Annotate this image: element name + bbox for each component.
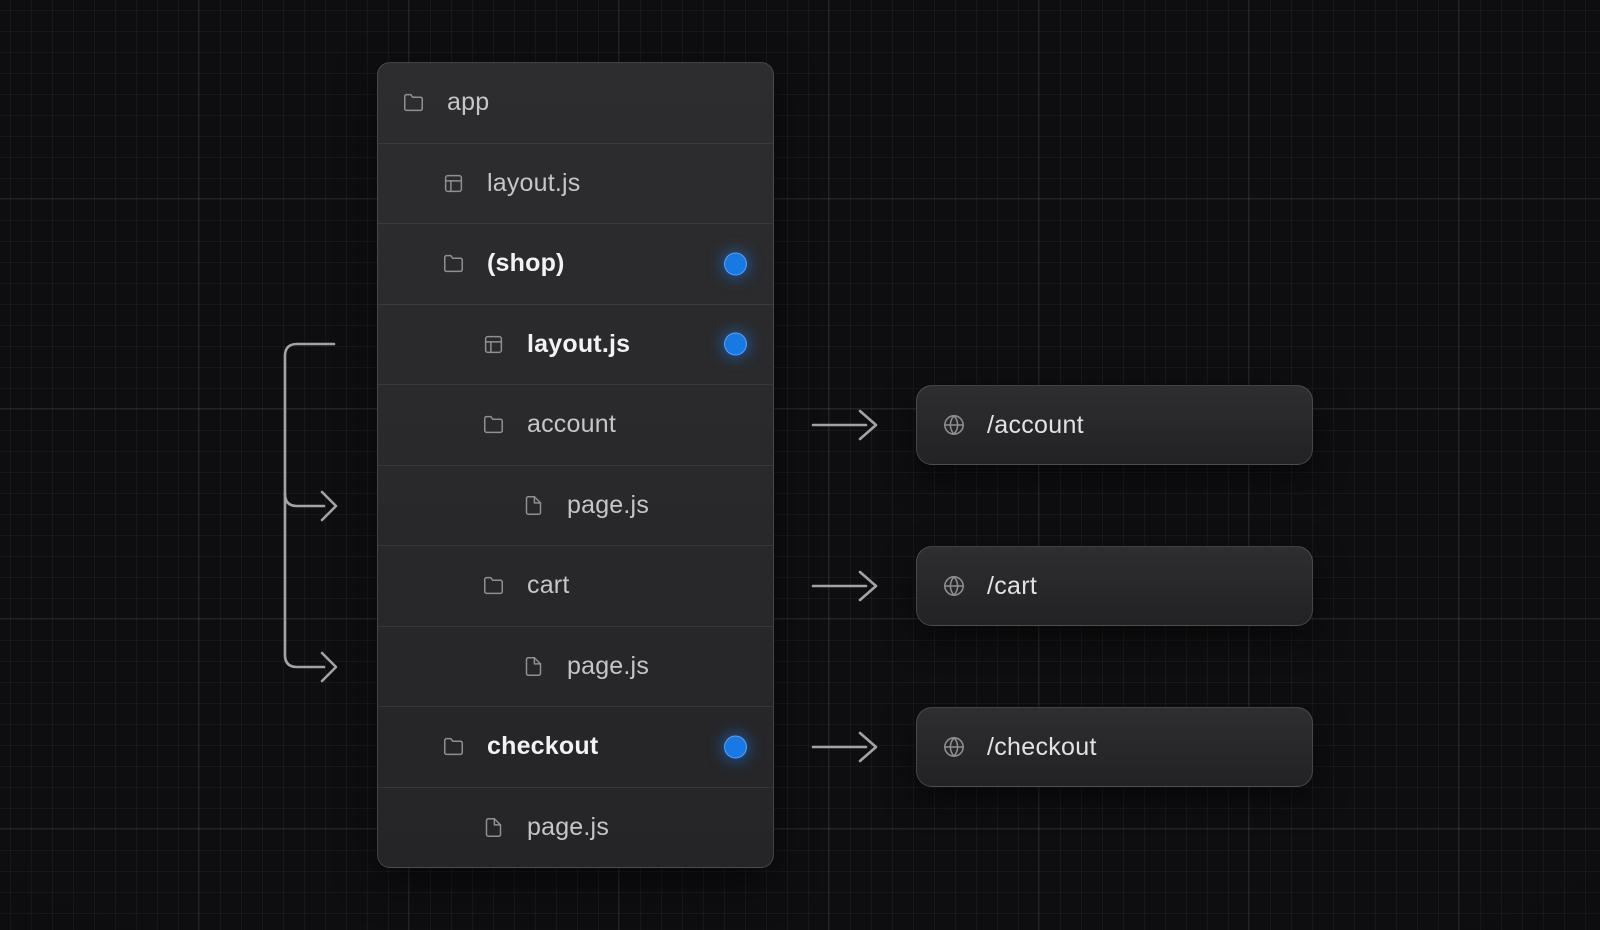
tree-row-shop: (shop) [378, 223, 773, 304]
tree-row-page-js: page.js [378, 464, 773, 546]
folder-icon [482, 414, 504, 436]
row-label: account [527, 410, 616, 439]
route-box-cart: /cart [916, 546, 1313, 626]
route-box-account: /account [916, 385, 1313, 465]
row-label: layout.js [527, 329, 631, 358]
tree-row-cart: cart [378, 545, 773, 626]
tree-row-page-js: page.js [378, 625, 773, 707]
row-label: layout.js [487, 168, 581, 197]
row-label: app [447, 88, 490, 117]
globe-icon [943, 736, 965, 758]
file-icon [522, 494, 544, 516]
row-label: checkout [487, 732, 599, 761]
layout-wrap-branch [283, 492, 326, 508]
file-tree: app layout.js (shop) layout.js account p… [377, 62, 774, 868]
route-label: /cart [987, 571, 1038, 600]
route-label: /account [987, 410, 1084, 439]
route-box-checkout: /checkout [916, 707, 1313, 787]
globe-icon [943, 575, 965, 597]
folder-icon [442, 253, 464, 275]
tree-row-app: app [378, 63, 773, 143]
row-label: page.js [527, 812, 610, 841]
folder-icon [482, 575, 504, 597]
row-label: (shop) [487, 249, 565, 278]
tree-row-account: account [378, 384, 773, 465]
tree-row-page-js: page.js [378, 786, 773, 868]
file-icon [522, 655, 544, 677]
folder-icon [442, 736, 464, 758]
layout-icon [482, 333, 504, 355]
globe-icon [943, 414, 965, 436]
file-icon [482, 816, 504, 838]
layout-icon [442, 172, 464, 194]
active-route-dot [724, 735, 747, 759]
folder-icon [402, 92, 424, 114]
row-label: cart [527, 571, 570, 600]
active-route-dot [724, 332, 747, 356]
tree-row-layout-js: layout.js [378, 142, 773, 224]
active-route-dot [724, 252, 747, 276]
row-label: page.js [567, 651, 650, 680]
route-label: /checkout [987, 732, 1097, 761]
row-label: page.js [567, 490, 650, 519]
tree-row-checkout: checkout [378, 706, 773, 787]
tree-row-layout-js: layout.js [378, 303, 773, 385]
